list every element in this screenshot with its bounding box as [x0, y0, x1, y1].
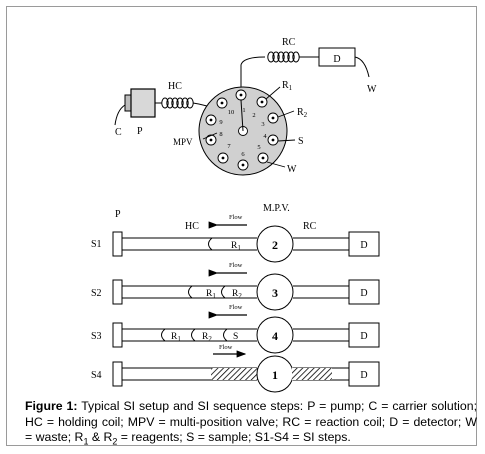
svg-text:4: 4 — [263, 133, 267, 140]
detector-waste-line — [354, 56, 370, 78]
svg-text:9: 9 — [219, 119, 222, 126]
caption-text-2: & R — [88, 430, 113, 444]
step-label: S3 — [91, 331, 102, 342]
pump-block — [112, 361, 123, 387]
svg-text:R1: R1 — [206, 289, 216, 300]
r2-label: R2 — [297, 107, 308, 119]
detector-block — [348, 279, 380, 305]
sequence-headers: P HC M.P.V. RC — [115, 203, 317, 232]
hc-label: HC — [168, 81, 182, 92]
svg-text:3: 3 — [261, 121, 264, 128]
valve-port-numbers: 1 2 3 4 5 6 7 8 9 10 — [219, 107, 267, 158]
flow-label: Flow — [229, 214, 243, 221]
zone-boundary — [223, 328, 228, 342]
svg-text:D: D — [360, 370, 367, 381]
figure-frame: D RC W P C HC — [6, 6, 477, 446]
figure-caption: Figure 1: Typical SI setup and SI sequen… — [25, 399, 477, 446]
detector-block — [348, 361, 380, 387]
zone-boundary — [161, 328, 166, 342]
detector-label: D — [333, 54, 340, 65]
rc-line-valve — [240, 56, 266, 99]
waste-top-label: W — [367, 84, 377, 95]
detector-block — [348, 231, 380, 257]
rc-label: RC — [282, 37, 296, 48]
svg-text:D: D — [360, 240, 367, 251]
pump-block — [112, 231, 123, 257]
sample-label: S — [298, 136, 304, 147]
mpv-label: MPV — [173, 137, 193, 147]
hatched-zone-left — [211, 368, 259, 380]
hatched-zone-right — [292, 368, 332, 380]
step-label: S4 — [91, 370, 102, 381]
valve-circle — [256, 316, 294, 354]
svg-text:D: D — [360, 331, 367, 342]
seq-rc-label: RC — [303, 221, 317, 232]
svg-text:8: 8 — [219, 131, 222, 138]
caption-label: Figure 1: — [25, 399, 78, 413]
caption-sub-2: 2 — [112, 436, 118, 447]
pump-block — [112, 279, 123, 305]
zone-boundary — [191, 328, 196, 342]
valve-rotor-line — [240, 99, 244, 132]
step-label: S1 — [91, 239, 102, 250]
svg-text:S: S — [233, 332, 238, 342]
flow-label: Flow — [229, 304, 243, 311]
svg-text:D: D — [360, 288, 367, 299]
svg-text:5: 5 — [257, 144, 260, 151]
svg-text:10: 10 — [228, 109, 235, 116]
holding-coil — [161, 97, 194, 109]
svg-text:R1: R1 — [171, 332, 181, 343]
zone-boundary — [221, 285, 226, 299]
port-leader-lines — [202, 86, 296, 168]
svg-text:1: 1 — [242, 107, 245, 114]
setup-schematic: D RC W P C HC — [114, 37, 377, 176]
si-diagram: D RC W P C HC — [91, 37, 380, 393]
step-s4: S4 1 D Flow — [91, 344, 380, 393]
step-s1: S1 R1 2 D Flow — [91, 214, 380, 263]
svg-text:2: 2 — [252, 112, 255, 119]
flow-label: Flow — [229, 262, 243, 269]
carrier-line — [114, 104, 126, 126]
svg-text:4: 4 — [272, 329, 278, 343]
r1-label: R1 — [282, 80, 293, 92]
pump-label: P — [137, 126, 143, 137]
pump-box — [130, 88, 156, 118]
svg-text:1: 1 — [272, 368, 278, 382]
caption-text-3: = reagents; S = sample; S1-S4 = SI steps… — [117, 430, 351, 444]
zone-r1 — [208, 237, 213, 251]
seq-hc-label: HC — [185, 221, 199, 232]
carrier-label: C — [115, 127, 122, 138]
valve-port-hubs — [209, 93, 275, 167]
waste-label: W — [287, 164, 297, 175]
svg-text:7: 7 — [227, 143, 231, 150]
svg-text:R1: R1 — [231, 241, 241, 252]
svg-text:2: 2 — [272, 238, 278, 252]
svg-text:3: 3 — [272, 286, 278, 300]
reaction-coil — [267, 51, 300, 63]
svg-text:R2: R2 — [202, 332, 212, 343]
seq-p-label: P — [115, 209, 121, 220]
valve-circle — [256, 225, 294, 263]
svg-text:6: 6 — [241, 151, 245, 158]
zone-boundary — [188, 285, 193, 299]
seq-mpv-label: M.P.V. — [263, 203, 290, 214]
flow-label: Flow — [219, 344, 233, 351]
step-s3: S3 R1 R2 S 4 D Flow — [91, 304, 380, 354]
pump-block — [112, 322, 123, 348]
step-s2: S2 R1 R2 3 D Flow — [91, 262, 380, 311]
valve-circle — [256, 273, 294, 311]
step-label: S2 — [91, 288, 102, 299]
caption-sub-1: 1 — [83, 436, 89, 447]
caption-text-1: Typical SI setup and SI sequence steps: … — [25, 399, 477, 444]
svg-text:R2: R2 — [232, 289, 242, 300]
detector-block — [348, 322, 380, 348]
